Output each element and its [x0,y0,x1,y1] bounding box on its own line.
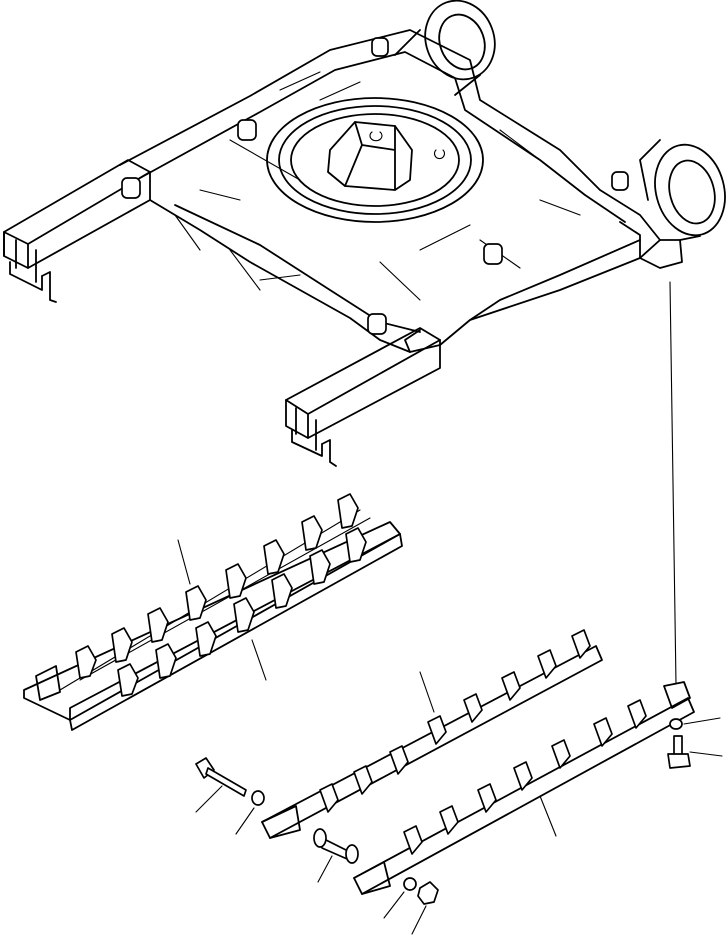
spacer-pipe [313,828,359,864]
track-guard-assembly [23,493,403,731]
washer-bottom [403,877,417,891]
washer-left [251,790,265,806]
bolt-left [195,757,247,797]
callout-leader-spacer [317,855,333,883]
callout-leader-bolt-right [689,751,723,757]
callout-leader-guard-base-plate [251,639,267,681]
bolt-right [667,735,691,769]
callout-leader-bolt-left [195,785,223,813]
callout-leader-washer-bottom [383,891,405,919]
callout-leader-guard-assembly [177,539,191,585]
track-frame [3,0,726,467]
callout-leader-washer-right [683,717,721,725]
guard-rail-lower [353,681,695,895]
callout-leader-rail-lower [539,795,557,837]
callout-leader-washer-left [235,807,255,835]
callout-leader-rail-upper [419,671,435,713]
nut-bottom [417,881,439,905]
guard-rail-upper [261,629,603,839]
alignment-line [669,281,677,685]
callout-leader-nut-bottom [411,905,427,935]
washer-right [669,718,683,730]
